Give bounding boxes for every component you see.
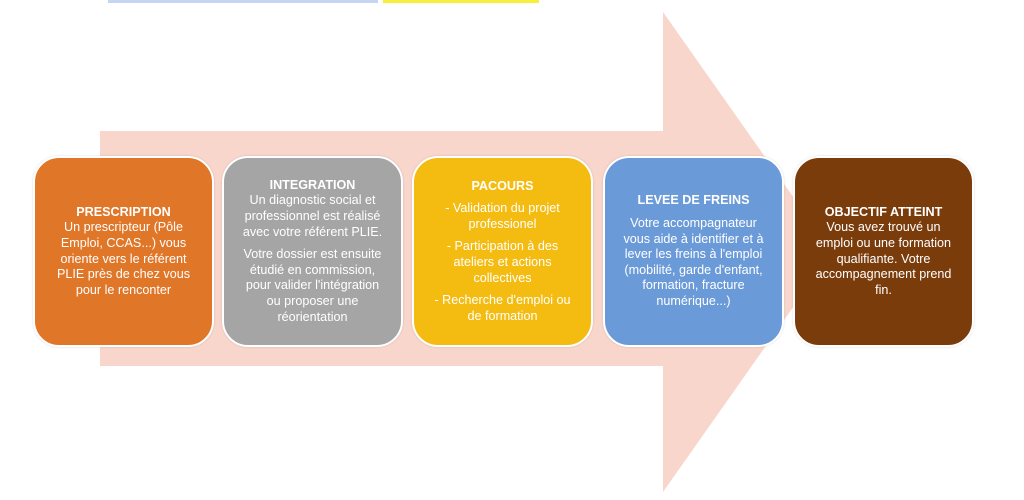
step-title: PRESCRIPTION bbox=[76, 204, 171, 219]
step-text-line: réorientation bbox=[277, 309, 348, 324]
step-text-line: Emploi, CCAS...) vous bbox=[60, 235, 187, 250]
step-text-line: professionel bbox=[468, 216, 537, 231]
step-text-line: Un prescripteur (Pôle bbox=[63, 220, 183, 235]
step-text-line: Votre accompagnateur bbox=[630, 216, 757, 231]
step-title: INTEGRATION bbox=[269, 177, 356, 192]
step-text-line: emploi ou une formation bbox=[815, 235, 952, 250]
step-text-line: fin. bbox=[875, 282, 892, 297]
step-text-line: collectives bbox=[473, 270, 532, 285]
step-text-line: pour le renconter bbox=[75, 282, 172, 297]
step-text-line: formation, fracture bbox=[642, 278, 745, 293]
step-text-line: accompagnement prend bbox=[815, 267, 952, 282]
step-title: LEVEE DE FREINS bbox=[637, 193, 750, 208]
top-bar-yellow bbox=[383, 0, 539, 3]
step-text-line: (mobilité, garde d'enfant, bbox=[624, 262, 763, 277]
step-text-line: vous aide à identifier et à bbox=[623, 231, 764, 246]
step-text-line: qualifiante. Votre bbox=[836, 251, 931, 266]
step-text-line: PLIE près de chez vous bbox=[56, 267, 190, 282]
step-title: PACOURS bbox=[471, 178, 534, 193]
step-text-line: professionnel est réalisé bbox=[244, 209, 381, 224]
step-text-line: oriente vers le référent bbox=[60, 251, 187, 266]
step-text-line: ateliers et actions bbox=[453, 255, 552, 269]
step-text-line: pour valider l'intégration bbox=[245, 278, 380, 293]
step-text-line: Vous avez trouvé un bbox=[826, 220, 941, 235]
step-text-line: Un diagnostic social et bbox=[249, 193, 376, 208]
step-text-line: lever les freins à l'emploi bbox=[624, 247, 763, 262]
step-text-line: - Validation du projet bbox=[445, 201, 560, 216]
step-text-line: - Recherche d'emploi ou bbox=[434, 293, 571, 308]
step-title: OBJECTIF ATTEINT bbox=[824, 204, 943, 219]
step-text-line: avec votre référent PLIE. bbox=[242, 224, 383, 239]
step-text-line: ou proposer une bbox=[266, 293, 359, 308]
top-bar-blue bbox=[108, 0, 378, 3]
step-text-line: Votre dossier est ensuite bbox=[243, 247, 382, 262]
step-text-line: numérique...) bbox=[656, 293, 731, 308]
step-text-line: étudié en commission, bbox=[249, 262, 376, 277]
step-text-line: - Participation à des bbox=[446, 239, 559, 254]
step-text-line: de formation bbox=[467, 308, 538, 323]
